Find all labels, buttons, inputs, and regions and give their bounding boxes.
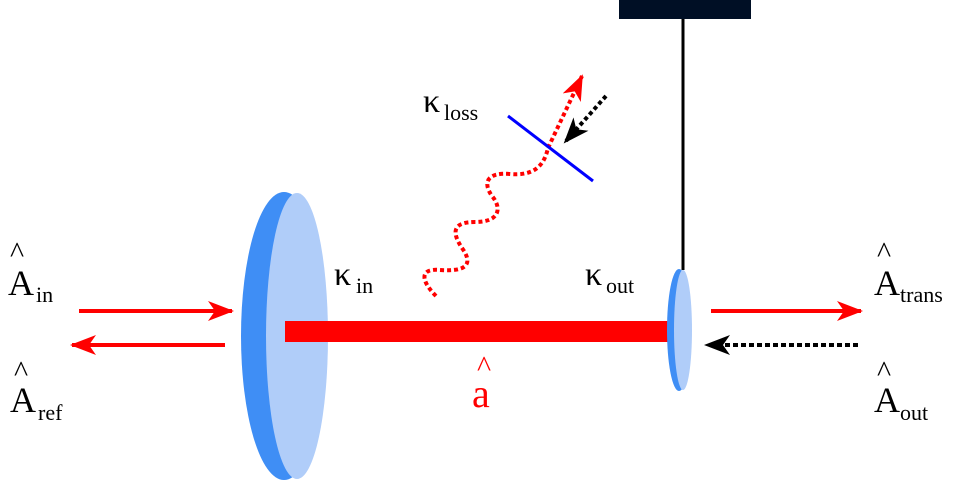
label-kappa-in: κ in [334,256,373,298]
input-mirror [241,192,328,480]
svg-text:trans: trans [900,282,943,307]
svg-text:^: ^ [14,355,28,388]
mirror-mount-block [619,0,751,19]
svg-text:κ: κ [334,256,351,293]
label-A-trans: ^ A trans [874,236,943,307]
svg-text:out: out [900,400,928,425]
loss-escape-arrow [546,74,584,149]
label-A-in: ^ A in [8,236,53,307]
svg-text:^: ^ [877,355,891,388]
output-mirror [667,269,692,391]
svg-text:A: A [8,263,34,303]
svg-text:out: out [606,273,634,298]
label-cavity-mode: ^ a [472,350,491,416]
label-A-out: ^ A out [874,355,928,425]
svg-text:^: ^ [877,236,891,269]
svg-text:A: A [874,263,900,303]
cavity-beam [285,321,682,342]
svg-text:in: in [36,282,53,307]
loss-vacuum-arrow [563,94,608,144]
svg-text:ref: ref [38,400,63,425]
svg-text:κ: κ [423,83,440,120]
svg-text:κ: κ [585,256,602,293]
svg-text:^: ^ [477,350,491,383]
svg-text:in: in [356,273,373,298]
loss-mirror [507,114,594,183]
label-kappa-out: κ out [585,256,634,298]
loss-wiggle [422,147,550,298]
svg-text:a: a [472,371,490,416]
svg-text:loss: loss [444,100,478,125]
svg-text:A: A [874,380,900,420]
label-A-ref: ^ A ref [10,355,63,425]
svg-text:^: ^ [10,236,24,269]
label-kappa-loss: κ loss [423,83,478,125]
svg-text:A: A [10,380,36,420]
